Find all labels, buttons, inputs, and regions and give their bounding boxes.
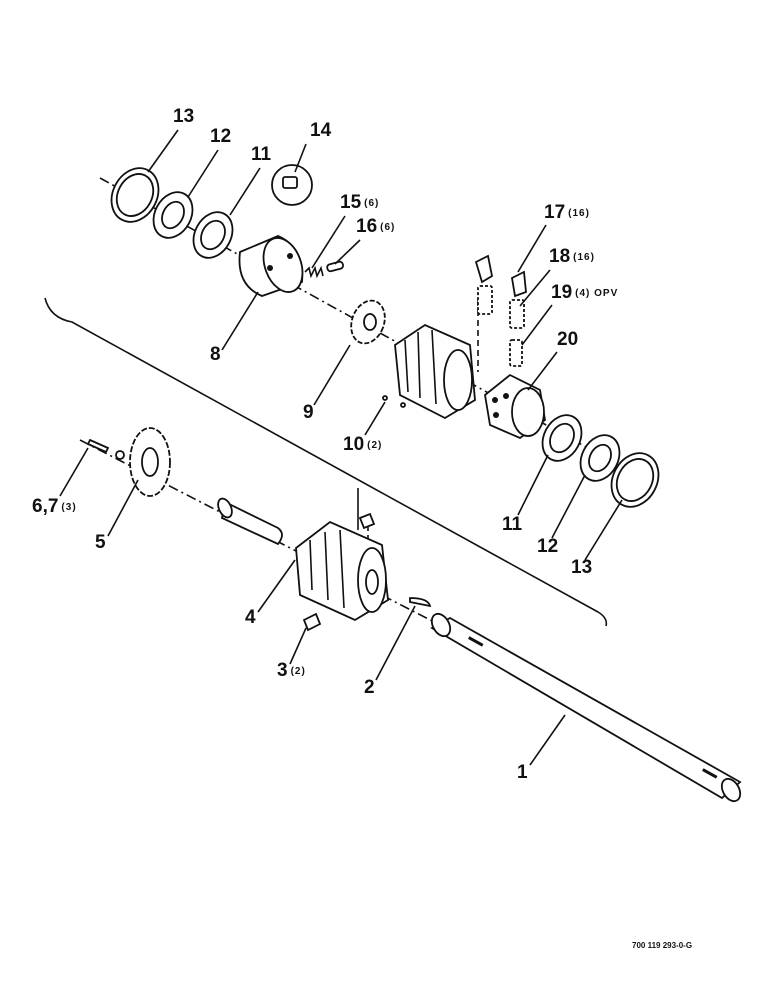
leader-line-c19 <box>521 304 553 346</box>
leader-line-c13a <box>147 129 179 173</box>
callout-label-c9: 9 <box>303 402 314 423</box>
leader-line-c9 <box>313 344 351 406</box>
leader-line-c11a <box>229 167 261 216</box>
callout-label-c11a: 11 <box>251 144 272 165</box>
callout-label-c16: 16 <box>356 216 377 237</box>
leader-line-c14 <box>294 143 307 173</box>
callout-qty-c17: (16) <box>568 208 590 219</box>
leader-line-c11b <box>517 454 549 516</box>
callout-label-c13a: 13 <box>173 106 194 127</box>
callout-label-c2: 2 <box>364 677 375 698</box>
callout-label-c15: 15 <box>340 192 362 213</box>
leader-line-c15 <box>311 215 346 269</box>
washer-lower-right <box>541 414 583 462</box>
leader-line-c5 <box>107 479 139 537</box>
drum-upper <box>382 323 476 420</box>
leader-line-c16 <box>334 239 361 265</box>
leader-line-c67 <box>59 447 89 497</box>
leader-line-c12a <box>187 149 219 198</box>
leader-line-c12b <box>551 474 586 539</box>
hub <box>238 235 304 297</box>
callout-label-c4: 4 <box>245 607 256 628</box>
callout-label-c14: 14 <box>310 120 332 141</box>
washer-upper <box>192 211 234 259</box>
leader-line-c2 <box>375 605 416 681</box>
spacer-tube <box>217 497 283 546</box>
callout-qty-c15: (6) <box>364 198 379 209</box>
lock-washer-upper <box>152 191 194 239</box>
callout-qty-c10: (2) <box>367 440 382 451</box>
callout-label-c8: 8 <box>210 344 221 365</box>
lock-washer-lower-right <box>579 434 621 482</box>
leader-line-c13b <box>584 499 623 561</box>
bolt-6-7 <box>86 438 125 460</box>
insert-detail <box>271 164 313 206</box>
callout-label-c5: 5 <box>95 532 106 553</box>
callout-qty-c16: (6) <box>380 222 395 233</box>
callout-label-c11b: 11 <box>502 514 523 535</box>
detent-springs <box>477 285 525 367</box>
leader-line-c18 <box>519 269 551 307</box>
group-bracket <box>44 297 608 627</box>
snap-ring-upper <box>110 167 160 223</box>
detent-caps <box>474 254 527 298</box>
snap-ring-lower-right <box>610 452 660 508</box>
callout-label-c12b: 12 <box>537 536 558 557</box>
pin-16 <box>326 260 344 273</box>
callout-label-c17: 17 <box>544 202 565 223</box>
callout-label-c13b: 13 <box>571 557 592 578</box>
callout-label-c18: 18 <box>549 246 570 267</box>
leader-line-c4 <box>257 559 296 613</box>
callout-label-c19: 19 <box>551 282 572 303</box>
set-screw-3 <box>302 612 322 632</box>
shaft-key <box>409 597 432 608</box>
callout-qty-c18: (16) <box>573 252 595 263</box>
set-screw-top <box>358 512 376 530</box>
leader-line-c1 <box>529 714 566 766</box>
sprocket-disc <box>350 299 386 345</box>
callout-label-c10: 10 <box>343 434 364 455</box>
spring-15 <box>304 265 324 279</box>
leader-line-c20 <box>527 351 558 391</box>
main-shaft <box>430 612 742 803</box>
callout-label-c3: 3 <box>277 660 288 681</box>
drive-sprocket <box>129 427 171 497</box>
leader-line-c3 <box>289 627 307 665</box>
callout-label-c12a: 12 <box>210 126 231 147</box>
callout-qty-c67: (3) <box>61 502 76 513</box>
callout-label-c20: 20 <box>557 329 578 350</box>
drawing-reference: 700 119 293-0-G <box>632 941 692 950</box>
leader-line-c17 <box>517 224 547 273</box>
callout-qty-c19: (4) OPV <box>575 288 618 299</box>
leader-line-c8 <box>221 291 259 351</box>
callout-label-c1: 1 <box>517 762 528 783</box>
detent-housing <box>484 373 546 440</box>
callout-layer: 123(2)456,7(3)8910(2)1111121213131415(6)… <box>32 106 623 783</box>
callout-label-c67: 6,7 <box>32 496 58 517</box>
drum-lower <box>295 520 389 622</box>
callout-qty-c3: (2) <box>291 666 306 677</box>
leader-line-c10 <box>364 401 386 436</box>
